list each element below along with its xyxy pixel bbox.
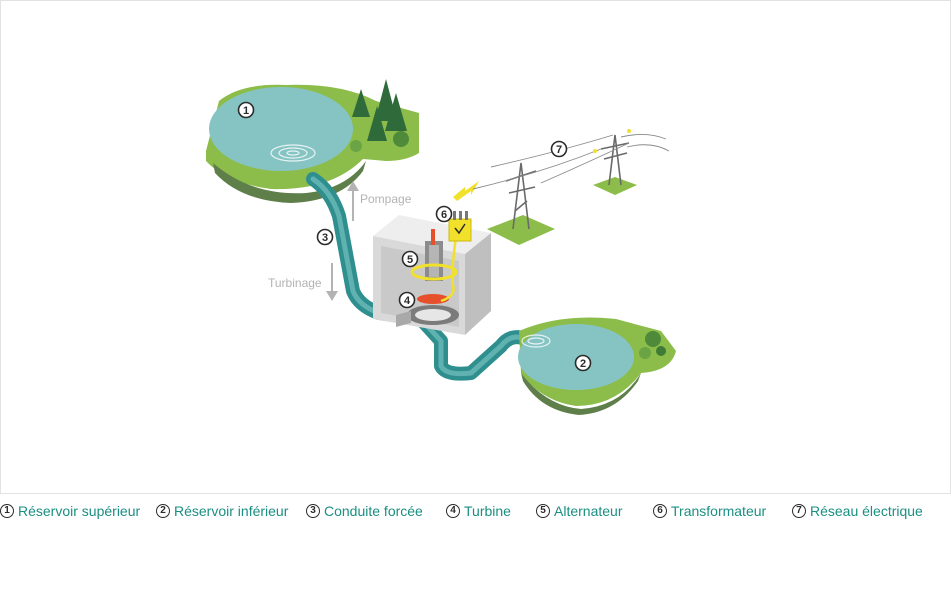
legend-item-power-grid[interactable]: 7 Réseau électrique: [792, 500, 923, 522]
svg-text:5: 5: [407, 254, 413, 266]
marker-2: 2: [574, 354, 592, 372]
power-station: [373, 215, 491, 335]
power-line: [472, 129, 670, 245]
legend-number-badge: 1: [0, 504, 14, 518]
legend-number-badge: 3: [306, 504, 320, 518]
legend-item-penstock[interactable]: 3 Conduite forcée: [306, 500, 423, 522]
legend-label: Conduite forcée: [324, 503, 423, 519]
legend-label: Turbine: [464, 503, 511, 519]
transformer: [440, 181, 479, 303]
svg-text:6: 6: [441, 209, 447, 221]
legend-number-badge: 2: [156, 504, 170, 518]
legend-item-turbine[interactable]: 4 Turbine: [446, 500, 511, 522]
turbining-label: Turbinage: [268, 276, 322, 290]
legend-item-upper-reservoir[interactable]: 1 Réservoir supérieur: [0, 500, 140, 522]
svg-text:3: 3: [322, 232, 328, 244]
legend: 1 Réservoir supérieur 2 Réservoir inféri…: [0, 500, 951, 524]
marker-6: 6: [435, 205, 453, 223]
svg-text:7: 7: [556, 144, 562, 156]
pumping-label: Pompage: [360, 192, 412, 206]
legend-item-lower-reservoir[interactable]: 2 Réservoir inférieur: [156, 500, 288, 522]
legend-number-badge: 4: [446, 504, 460, 518]
legend-number-badge: 5: [536, 504, 550, 518]
legend-label: Réservoir inférieur: [174, 503, 289, 519]
marker-4: 4: [398, 291, 416, 309]
legend-label: Alternateur: [554, 503, 623, 519]
turbining-arrow: [326, 263, 338, 301]
diagram-frame: Pompage Turbinage: [0, 0, 951, 494]
legend-label: Transformateur: [671, 503, 767, 519]
marker-1: 1: [237, 101, 255, 119]
legend-label: Réservoir supérieur: [18, 503, 141, 519]
lower-reservoir: [518, 317, 676, 415]
legend-item-transformer[interactable]: 6 Transformateur: [653, 500, 766, 522]
legend-label: Réseau électrique: [810, 503, 923, 519]
pumping-arrow: [347, 181, 359, 221]
marker-3: 3: [316, 228, 334, 246]
svg-text:4: 4: [404, 295, 411, 307]
legend-number-badge: 6: [653, 504, 667, 518]
svg-text:2: 2: [580, 358, 586, 370]
legend-item-alternator[interactable]: 5 Alternateur: [536, 500, 622, 522]
marker-5: 5: [401, 250, 419, 268]
pumped-storage-illustration: Pompage Turbinage: [206, 79, 676, 415]
legend-number-badge: 7: [792, 504, 806, 518]
marker-7: 7: [550, 140, 568, 158]
svg-text:1: 1: [243, 105, 249, 117]
